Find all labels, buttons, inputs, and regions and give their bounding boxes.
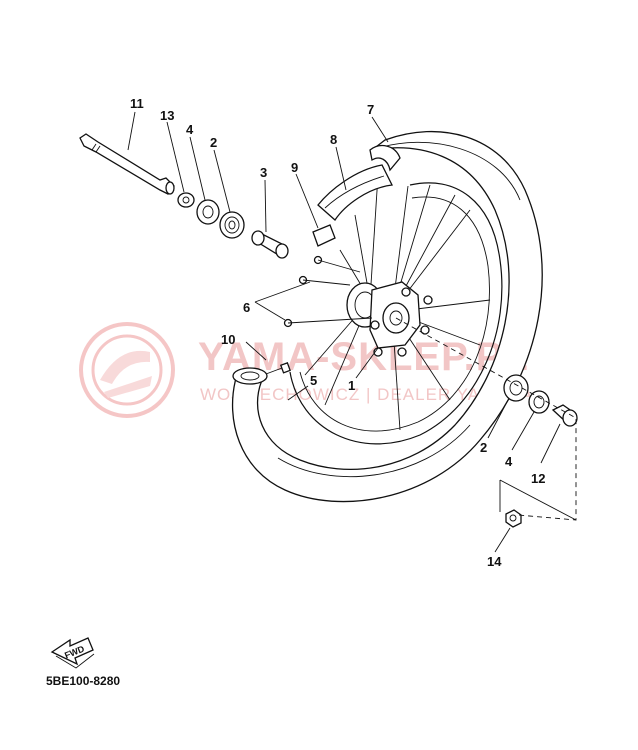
tube: [369, 144, 401, 172]
oil-seal-right: [528, 390, 550, 414]
callout-14: 14: [487, 554, 502, 569]
callout-9: 9: [291, 160, 298, 175]
callout-3: 3: [260, 165, 267, 180]
callout-4: 4: [186, 122, 194, 137]
callout-10: 10: [221, 332, 235, 347]
wheel-hub: [346, 281, 433, 357]
collar-12: [551, 404, 578, 427]
callouts: 11 13 4 2 3 9 8 7 6 10 5 1 2 4 12 14: [130, 96, 545, 569]
spacer: [251, 230, 289, 259]
bearing-left: [219, 211, 245, 239]
leader-lines: [127, 111, 561, 553]
callout-12: 12: [531, 471, 545, 486]
fwd-arrow-icon: FWD: [50, 637, 95, 669]
valve-cap: [232, 362, 291, 385]
watermark: YAMA-SKLEP.PL WOJCIECHOWICZ | DEALER YAM…: [79, 322, 532, 418]
callout-13: 13: [160, 108, 174, 123]
bearing-right: [503, 374, 529, 402]
callout-6: 6: [243, 300, 250, 315]
tire: [231, 130, 543, 503]
rim: [289, 182, 503, 445]
collar-13: [177, 192, 195, 208]
callout-1: 1: [348, 378, 355, 393]
alignment-line: [395, 317, 577, 521]
nut: [505, 509, 522, 528]
callout-11: 11: [130, 96, 144, 111]
callout-4-right: 4: [505, 454, 513, 469]
bolts-6: [283, 255, 373, 328]
oil-seal-left: [196, 199, 220, 225]
diagram-code: 5BE100-8280: [46, 674, 120, 688]
callout-2: 2: [210, 135, 217, 150]
callout-5: 5: [310, 373, 317, 388]
callout-8: 8: [330, 132, 337, 147]
rim-band: [317, 164, 393, 221]
callout-7: 7: [367, 102, 374, 117]
axle: [79, 133, 175, 195]
watermark-logo-icon: [79, 322, 175, 418]
valve-stem: [312, 224, 336, 247]
callout-2-right: 2: [480, 440, 487, 455]
